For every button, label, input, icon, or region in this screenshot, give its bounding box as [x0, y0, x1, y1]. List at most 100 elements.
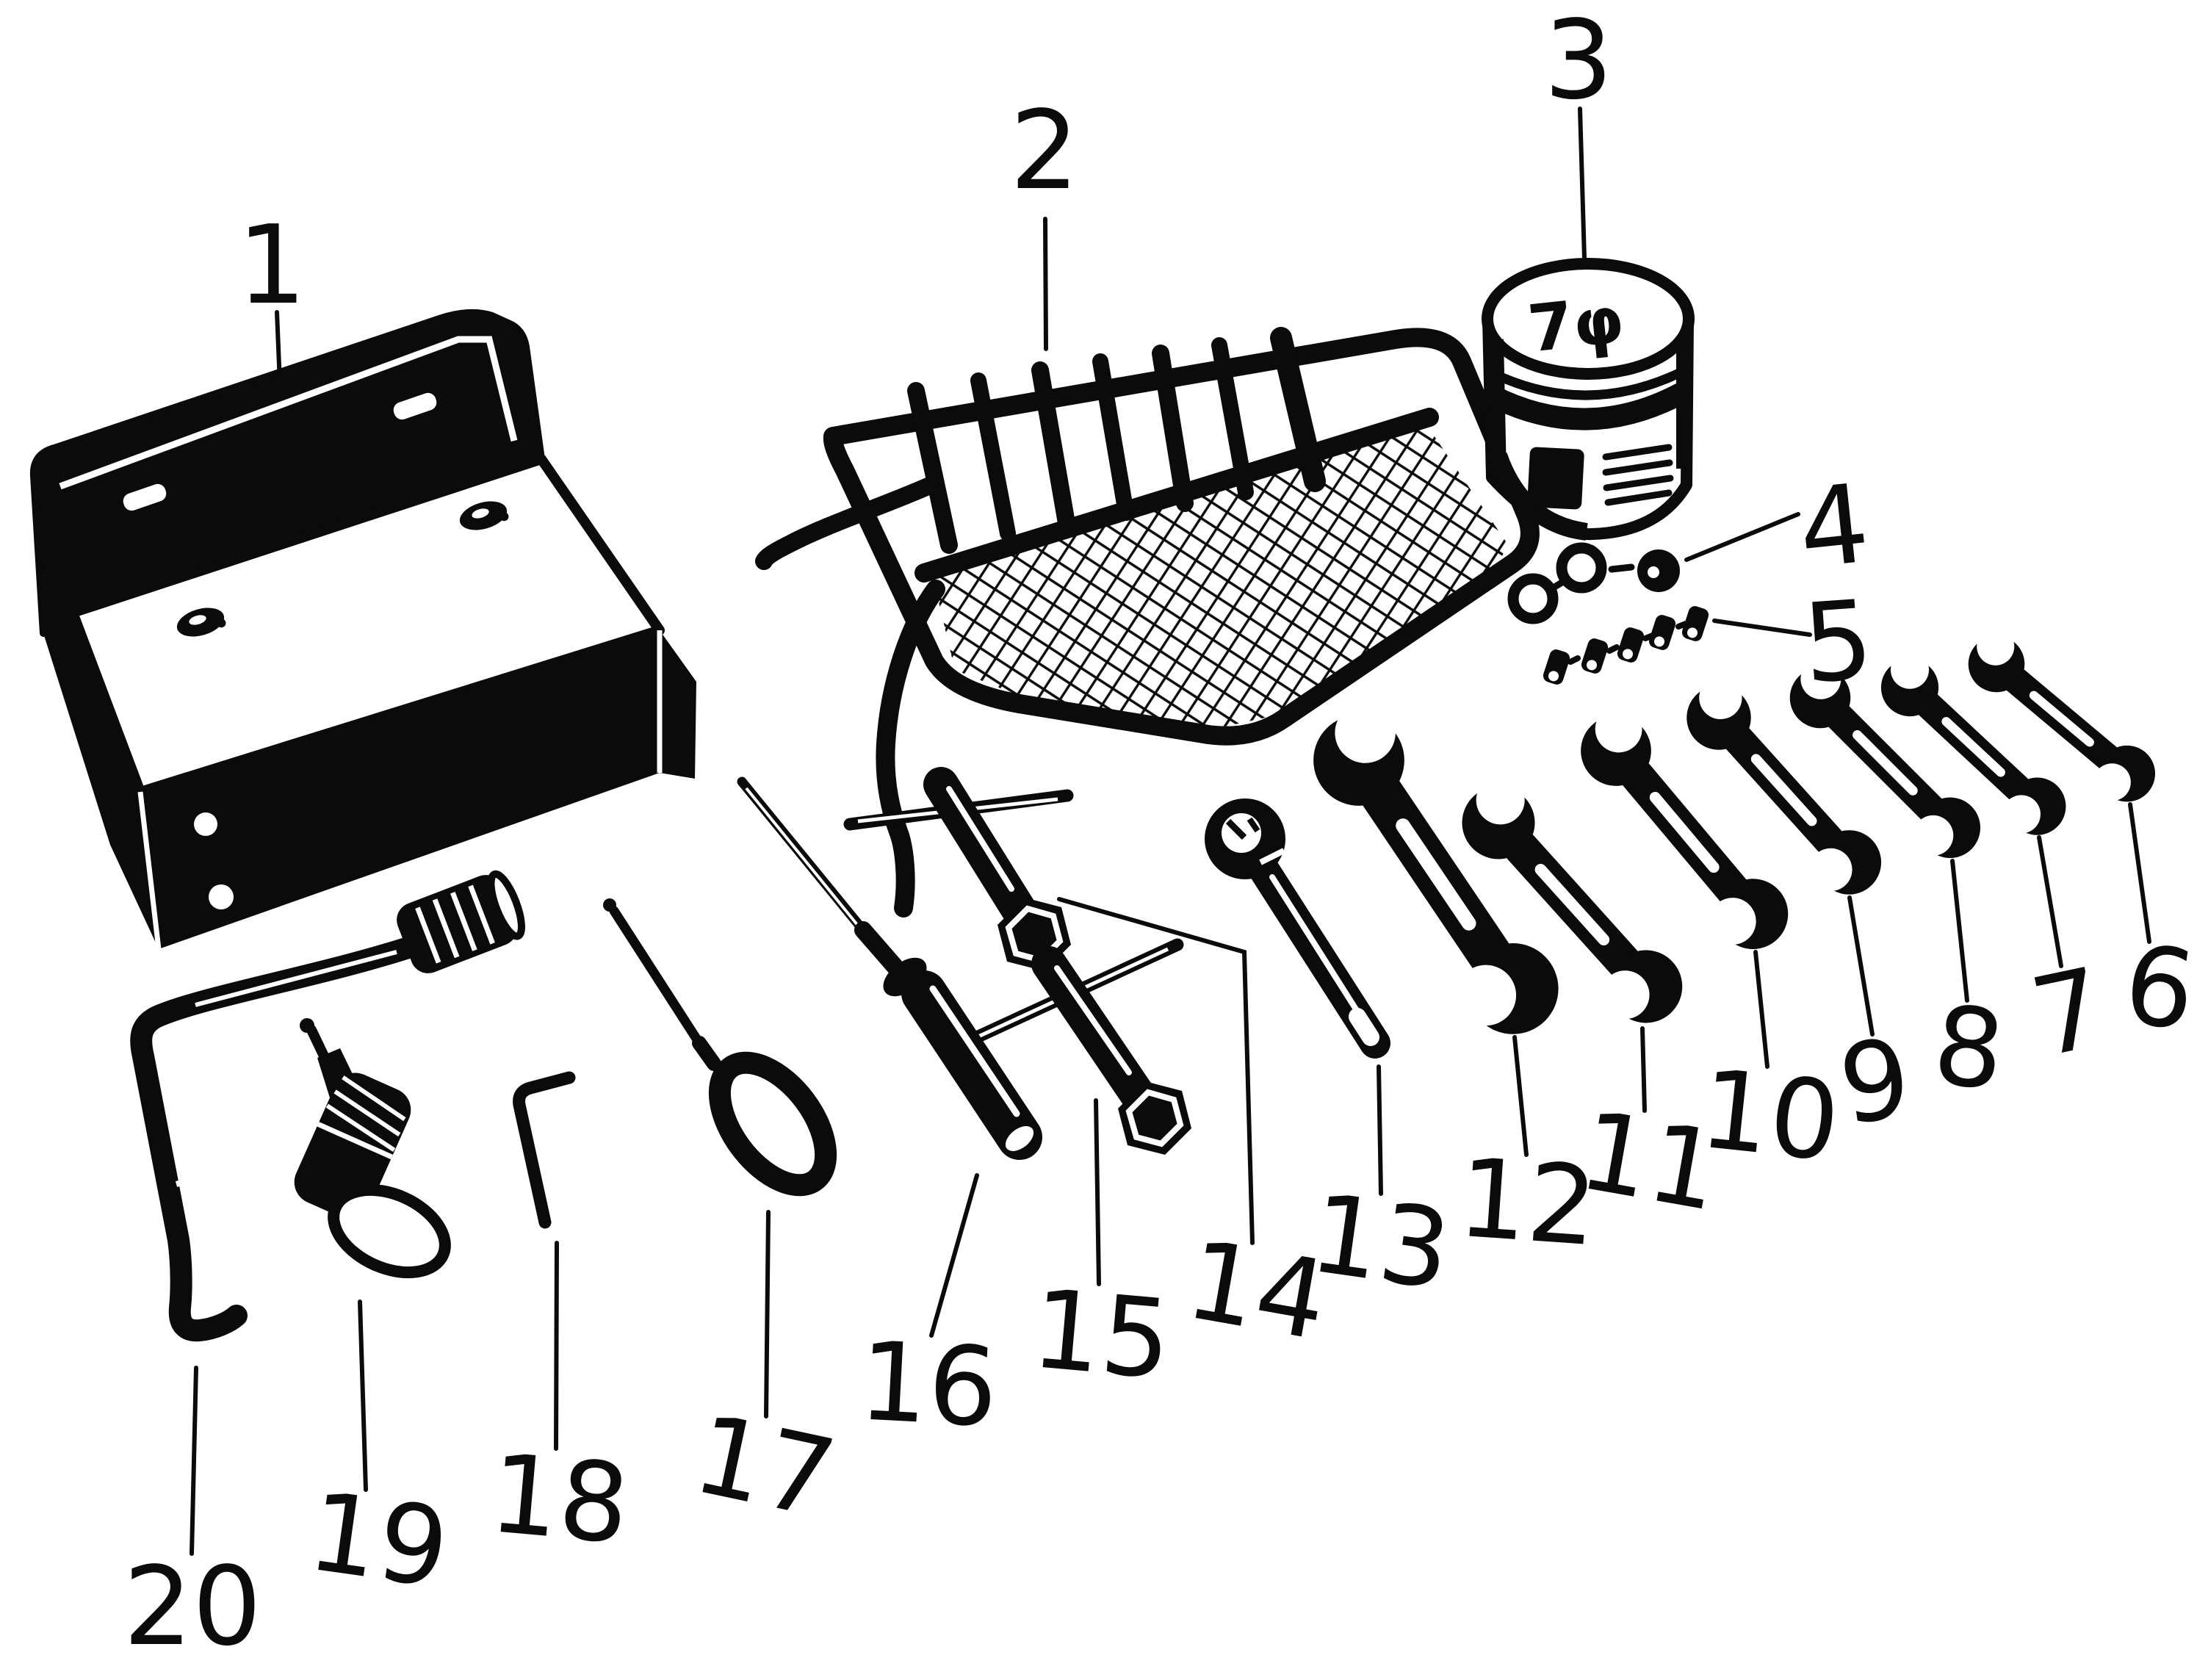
part-label-2: 2	[1010, 87, 1079, 214]
toolbox-back-inner-line	[59, 336, 518, 490]
toolbox-keyhole-slot	[393, 392, 437, 420]
leader-line-18	[554, 1241, 559, 1451]
end-cap	[328, 1183, 451, 1279]
stub-driver-drawing	[294, 1018, 451, 1279]
part-label-15: 15	[1027, 1266, 1176, 1404]
leader-lines	[190, 107, 2151, 1556]
part-label-8: 8	[1928, 982, 2010, 1115]
tin-lid-top	[1482, 258, 1695, 380]
socket-body	[923, 767, 1039, 931]
leader-line-17	[764, 1210, 771, 1418]
toolbox-back-panel	[29, 309, 545, 637]
socket-body-highlight	[1054, 965, 1132, 1075]
toolbox-side-face	[660, 630, 696, 779]
toolbox-keyhole-slot	[123, 483, 167, 511]
part-label-18: 18	[485, 1430, 634, 1568]
tin-shade-bottom	[1490, 452, 1588, 541]
leader-line-20	[190, 1366, 198, 1556]
grease-tin-drawing: 7φ	[1482, 258, 1695, 541]
handle-highlight	[929, 985, 1020, 1117]
leader-line-12	[1512, 1035, 1529, 1157]
tin-label-lines	[1602, 444, 1674, 506]
sealing-ring	[1556, 542, 1607, 594]
part-label-6: 6	[2117, 920, 2197, 1055]
leader-line-5	[1712, 619, 1812, 637]
tin-label-square	[1527, 447, 1584, 510]
part-label-11: 11	[1571, 1087, 1729, 1236]
screw	[1648, 615, 1676, 650]
sealing-rings-drawing	[1507, 542, 1680, 624]
tool-roll-strap	[755, 476, 940, 570]
grommet-hole	[1648, 566, 1659, 578]
socket-body	[1031, 946, 1156, 1114]
blade	[609, 906, 704, 1048]
part-label-10: 10	[1695, 1046, 1845, 1186]
part-label-14: 14	[1178, 1216, 1336, 1365]
part-label-9: 9	[1832, 1014, 1918, 1149]
leader-line-3	[1578, 107, 1587, 261]
leader-line-2	[1043, 217, 1048, 351]
eye-slot-mark	[1247, 817, 1260, 833]
leader-line-15	[1094, 1098, 1101, 1286]
part-labels: 1 2 3 4 5 6 7 8 9 10 11 12 13 14 15 16 1…	[123, 0, 2197, 1670]
part-label-20: 20	[123, 1543, 261, 1670]
part-label-16: 16	[856, 1318, 1000, 1452]
tool-roll-pocket-stripes	[907, 327, 1326, 554]
brace-joint	[175, 1175, 198, 1187]
t-handle-wrench-15-drawing	[954, 938, 1191, 1155]
dash	[1548, 578, 1567, 592]
leader-line-10	[1753, 950, 1769, 1069]
eye-wrench-drawing	[1205, 798, 1390, 1059]
toolbox-left-face	[43, 613, 159, 949]
leader-line-9	[1847, 895, 1875, 1037]
leader-line-4	[1684, 512, 1800, 562]
socket-body-highlight	[946, 786, 1014, 892]
eye-wrench-tip	[1349, 1008, 1379, 1046]
tin-dark-band	[1486, 381, 1692, 430]
part-label-7: 7	[2021, 944, 2115, 1082]
part-label-4: 4	[1793, 461, 1875, 594]
leader-line-16	[929, 1173, 979, 1338]
part-label-17: 17	[684, 1391, 845, 1543]
tool-roll-drawing	[755, 327, 1540, 917]
hex-key-drawing	[513, 1071, 576, 1229]
knurled-body	[294, 1072, 411, 1219]
part-label-19: 19	[301, 1468, 455, 1613]
leader-line-11	[1640, 1026, 1647, 1113]
screwdriver-large-drawing	[737, 776, 1042, 1160]
dash	[1608, 563, 1635, 573]
tin-lid-edge	[1490, 366, 1687, 400]
leader-line-7	[2037, 835, 2063, 968]
tool-roll-strap	[876, 580, 945, 917]
loop-handle	[708, 1051, 837, 1197]
shank	[854, 921, 906, 978]
wheel-brace-drawing	[130, 870, 525, 1342]
handle	[901, 970, 1042, 1160]
leader-line-6	[2128, 802, 2151, 944]
sealing-ring	[1507, 573, 1559, 624]
part-label-1: 1	[237, 202, 306, 328]
leader-line-19	[358, 1299, 368, 1492]
socket-head	[397, 870, 525, 973]
tool-roll-hatched-area	[931, 422, 1507, 731]
part-label-13: 13	[1303, 1170, 1457, 1315]
toolbox-hole	[209, 884, 234, 909]
screw	[1581, 638, 1609, 674]
screw	[1617, 627, 1645, 663]
hex-socket-rim	[1125, 1089, 1184, 1147]
part-label-3: 3	[1544, 0, 1613, 123]
screw	[1543, 649, 1570, 685]
brace-arm-highlight	[195, 950, 397, 1007]
leader-line-1	[275, 310, 282, 386]
tool-box-drawing	[29, 309, 696, 950]
leader-line-8	[1950, 859, 1969, 1003]
eye-wrench-collar	[1259, 848, 1285, 865]
hex-key-body	[513, 1071, 576, 1229]
eye-slot-mark	[1225, 818, 1247, 840]
screw-dashes	[1568, 621, 1689, 665]
part-label-5: 5	[1799, 577, 1877, 707]
tin-marking-text: 7φ	[1524, 282, 1627, 367]
handle-end	[1005, 1126, 1034, 1151]
toolbox-latch	[459, 501, 509, 530]
